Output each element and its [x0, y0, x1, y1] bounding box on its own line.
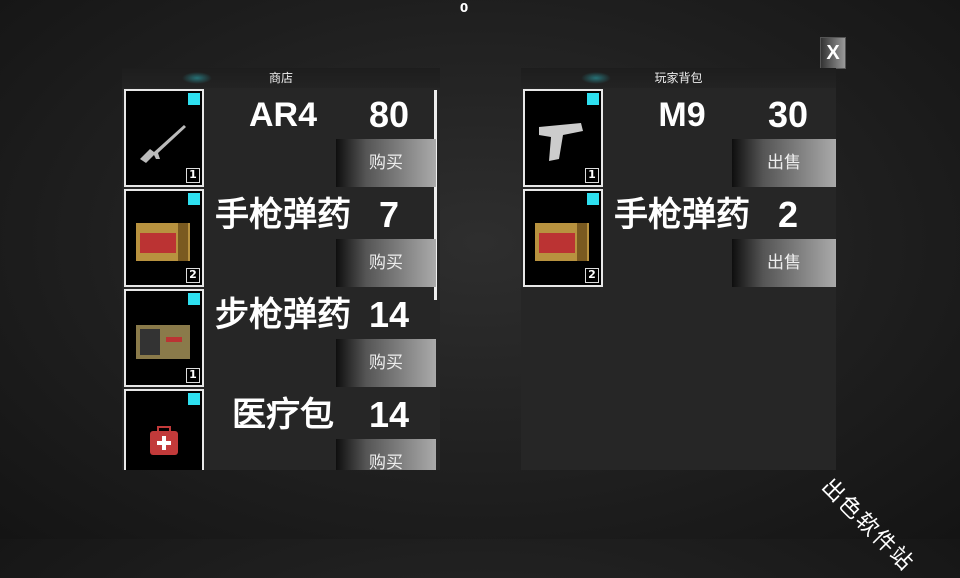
- rarity-tag: [587, 93, 599, 105]
- shop-item: 2 手枪弹药 7 购买: [122, 188, 440, 288]
- item-name: M9: [658, 96, 706, 134]
- buy-button[interactable]: 购买: [336, 139, 436, 187]
- backpack-title: 玩家背包: [654, 71, 703, 85]
- shop-item: 1 步枪弹药 14 购买: [122, 288, 440, 388]
- item-slot[interactable]: 1: [124, 289, 204, 387]
- rarity-tag: [188, 293, 200, 305]
- backpack-item: 1 M9 30 出售: [521, 88, 836, 188]
- item-slot[interactable]: 2: [124, 189, 204, 287]
- item-price: 30: [767, 94, 809, 135]
- sell-button[interactable]: 出售: [732, 139, 836, 187]
- buy-button[interactable]: 购买: [336, 439, 436, 470]
- rarity-tag: [587, 193, 599, 205]
- buy-button[interactable]: 购买: [336, 339, 436, 387]
- score-counter: 0: [459, 1, 469, 15]
- pistol-icon: [539, 123, 583, 161]
- shop-list: 1 AR4 80 购买 2 手枪弹药 7 购买 1 步枪弹药 14 购买 医疗: [122, 88, 440, 470]
- backpack-item: 2 手枪弹药 2 出售: [521, 188, 836, 288]
- item-name: 医疗包: [232, 396, 334, 434]
- item-slot[interactable]: [124, 389, 204, 470]
- shop-item: 1 AR4 80 购买: [122, 88, 440, 188]
- item-name: 手枪弹药: [614, 196, 750, 234]
- rarity-tag: [188, 93, 200, 105]
- item-name: 步枪弹药: [215, 296, 351, 334]
- buy-button[interactable]: 购买: [336, 239, 436, 287]
- item-name: AR4: [248, 96, 318, 134]
- watermark: 出色软件站: [816, 474, 919, 577]
- sell-button[interactable]: 出售: [732, 239, 836, 287]
- pistol-ammo-box-icon: [136, 223, 190, 261]
- rarity-tag: [188, 193, 200, 205]
- item-slot[interactable]: 1: [124, 89, 204, 187]
- rarity-tag: [188, 393, 200, 405]
- rifle-ammo-box-icon: [136, 325, 190, 359]
- item-slot[interactable]: 1: [523, 89, 603, 187]
- backpack-panel: 玩家背包 1 M9 30 出售 2 手枪弹药 2 出售: [521, 68, 836, 470]
- medkit-icon: [150, 426, 178, 455]
- item-slot[interactable]: 2: [523, 189, 603, 287]
- item-price: 7: [378, 194, 400, 235]
- backpack-list: 1 M9 30 出售 2 手枪弹药 2 出售: [521, 88, 836, 288]
- item-price: 2: [777, 194, 799, 235]
- item-price: 14: [368, 294, 410, 335]
- shop-panel: 商店 1 AR4 80 购买 2 手枪弹药 7 购买 1 步枪弹药 14 购买: [122, 68, 440, 470]
- pistol-ammo-box-icon: [535, 223, 589, 261]
- item-price: 14: [368, 394, 410, 435]
- rifle-icon: [140, 125, 186, 163]
- close-button[interactable]: X: [820, 37, 846, 69]
- item-name: 手枪弹药: [215, 196, 351, 234]
- shop-item: 医疗包 14 购买: [122, 388, 440, 470]
- item-price: 80: [368, 94, 410, 135]
- shop-scrollbar[interactable]: [434, 90, 437, 300]
- shop-title: 商店: [268, 71, 293, 85]
